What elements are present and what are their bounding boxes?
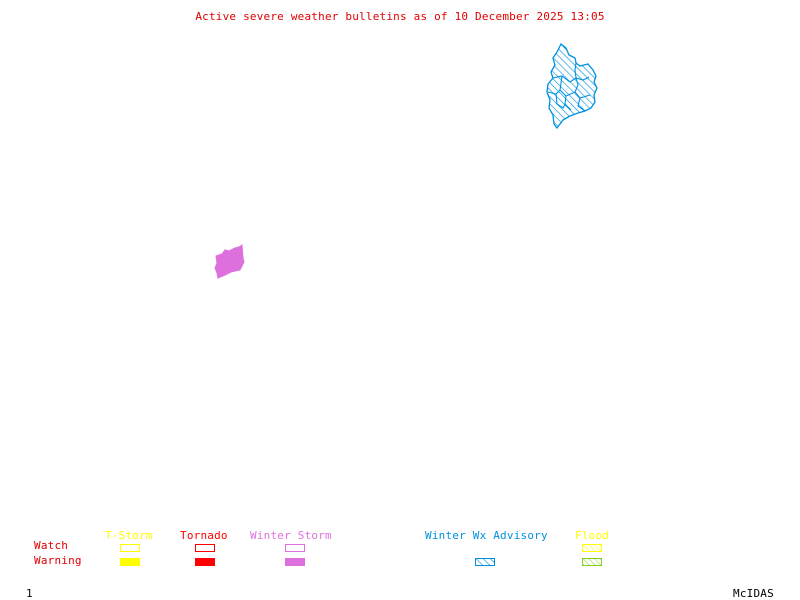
frame-number: 1 bbox=[26, 587, 33, 600]
legend-flood-watch-swatch bbox=[582, 544, 602, 552]
legend-row-label-warning: Warning bbox=[34, 554, 82, 567]
legend-tstorm-warning-swatch bbox=[120, 558, 140, 566]
legend-label-winter-storm: Winter Storm bbox=[250, 529, 332, 542]
legend-label-tornado: Tornado bbox=[180, 529, 228, 542]
legend-flood-warning-swatch bbox=[582, 558, 602, 566]
legend-label-flood: Flood bbox=[575, 529, 610, 542]
legend-winter-wx-advisory-swatch bbox=[475, 558, 495, 566]
mcidas-label: McIDAS bbox=[733, 587, 774, 600]
legend-winter-storm-watch-swatch bbox=[285, 544, 305, 552]
winter-storm-warning-region bbox=[214, 244, 245, 279]
legend-winter-storm-warning-swatch bbox=[285, 558, 305, 566]
legend-tornado-warning-swatch bbox=[195, 558, 215, 566]
legend-tstorm-watch-swatch bbox=[120, 544, 140, 552]
legend-tornado-watch-swatch bbox=[195, 544, 215, 552]
bulletin-title: Active severe weather bulletins as of 10… bbox=[195, 10, 605, 23]
legend-label-winter-wx-advisory: Winter Wx Advisory bbox=[425, 529, 548, 542]
legend-row-label-watch: Watch bbox=[34, 539, 69, 552]
winter-wx-advisory-region bbox=[546, 42, 598, 130]
legend-label-tstorm: T-Storm bbox=[105, 529, 153, 542]
